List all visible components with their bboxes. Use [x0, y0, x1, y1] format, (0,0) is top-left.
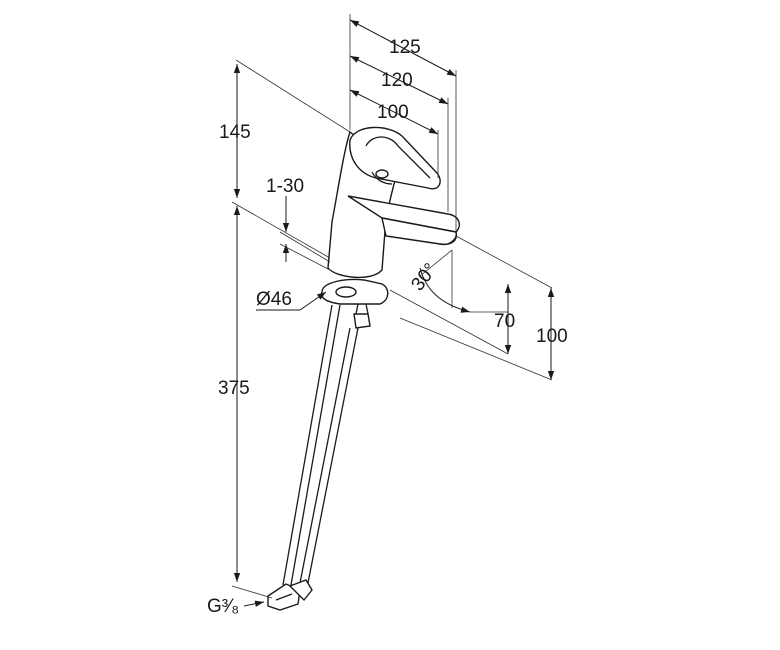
faucet-body: [320, 126, 460, 329]
dim-overall-reach: 125: [389, 37, 421, 58]
dim-deck-thickness: 1-30: [266, 176, 304, 197]
dim-spout-height: 100: [536, 326, 568, 347]
dim-spout-angle: 30°: [407, 260, 441, 296]
dim-base-diameter: Ø46: [256, 289, 292, 310]
dim-height-above-deck: 145: [219, 122, 251, 143]
dim-connection-thread: G³⁄₈: [207, 596, 239, 617]
dimension-lines: [231, 14, 555, 607]
dim-spout-reach: 100: [377, 102, 409, 123]
dim-hose-length: 375: [218, 378, 250, 399]
dimension-labels: 125 120 100 145 1-30 Ø46 375 30° 70 100 …: [207, 37, 568, 617]
dim-spout-clearance: 70: [494, 311, 515, 332]
dim-lever-reach: 120: [381, 70, 413, 91]
supply-hoses: [267, 304, 359, 611]
